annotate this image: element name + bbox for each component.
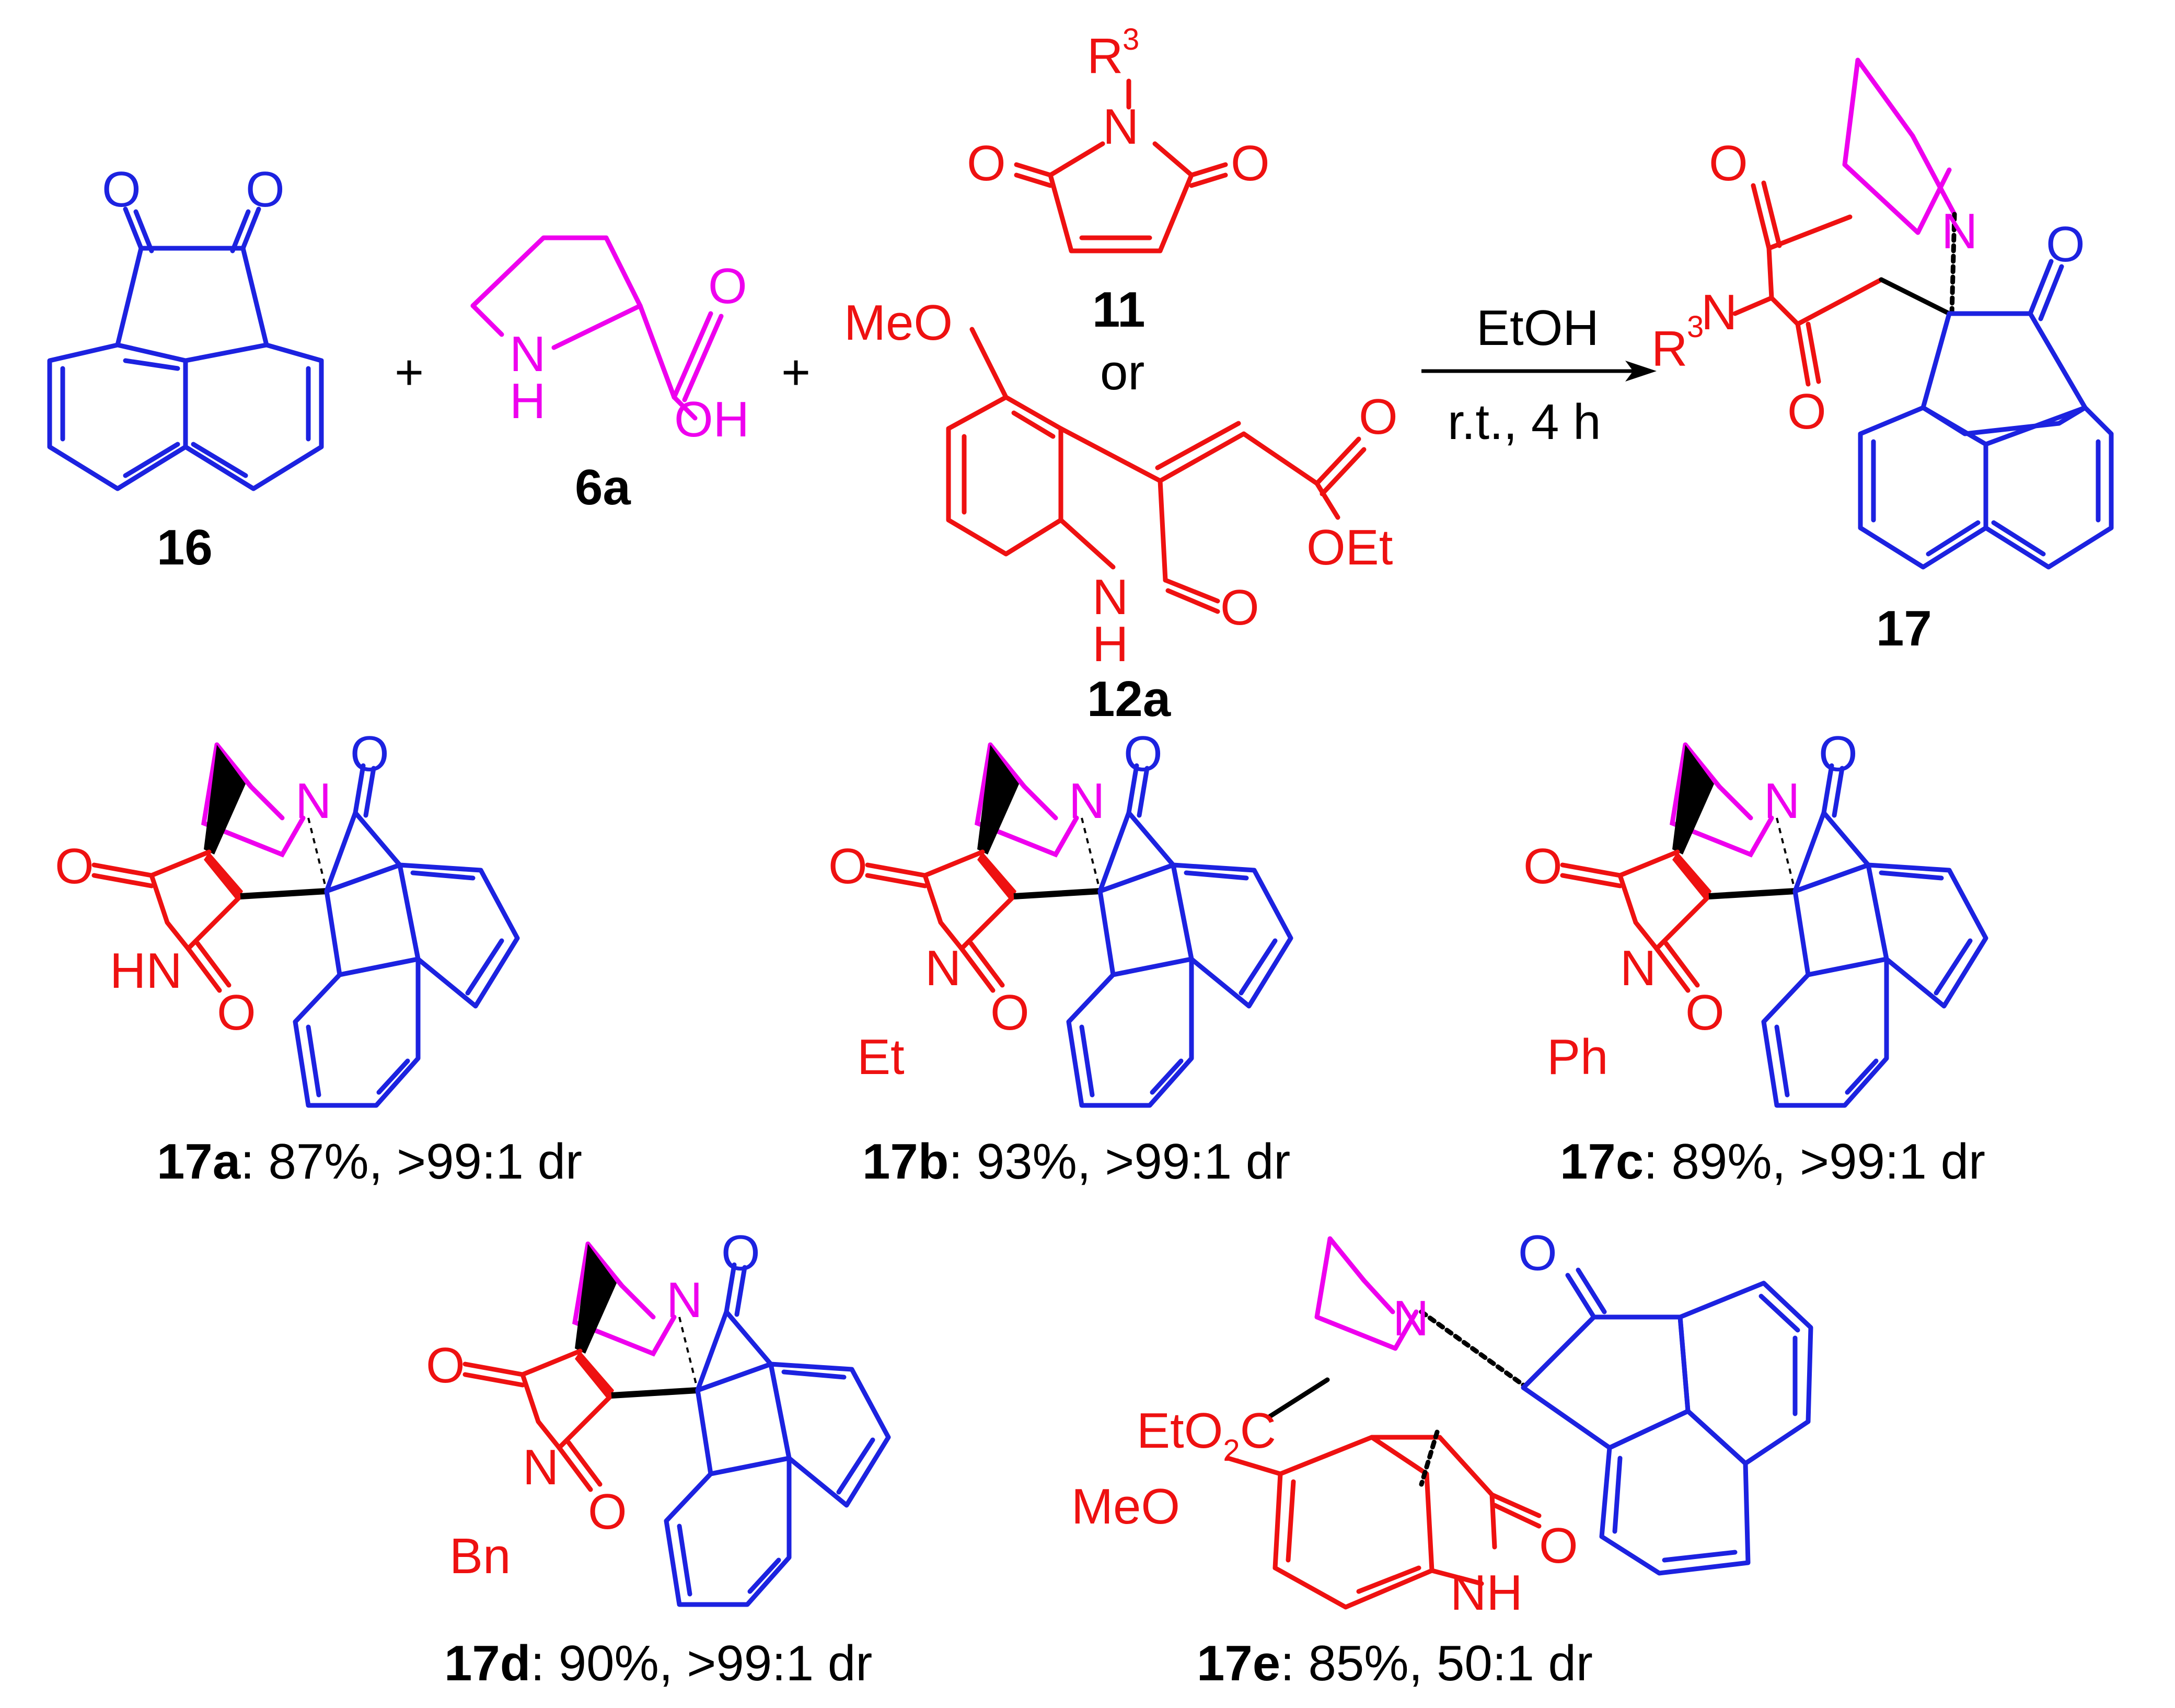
reagent-12a-n: N: [1092, 569, 1128, 625]
product-17-o3: O: [2046, 216, 2085, 272]
product-17a-yield: : 87%, >99:1 dr: [240, 1134, 582, 1190]
product-17a-o2: O: [217, 985, 256, 1041]
product-17a-label: 17a: [157, 1134, 241, 1190]
product-17c-o3: O: [1819, 726, 1858, 782]
arrow-condition-top: EtOH: [1476, 300, 1599, 356]
reagent-6a-label: 6a: [575, 459, 631, 515]
product-17e-eto2c: EtO2C: [1137, 1403, 1276, 1468]
reagent-12a-label: 12a: [1087, 671, 1171, 727]
product-17d-bn: Bn: [449, 1528, 511, 1584]
reagent-11-label: 11: [1092, 282, 1145, 338]
reagent-12a-oet: OEt: [1306, 520, 1393, 575]
plus-sign-2: +: [781, 344, 811, 400]
product-17-r: R: [1651, 321, 1687, 377]
product-17-o2: O: [1787, 384, 1826, 440]
reagent-12a: [946, 327, 1367, 614]
reagent-11-r: R: [1087, 28, 1123, 84]
product-17e: [1225, 1236, 1813, 1610]
product-17e-o2: O: [1539, 1518, 1578, 1574]
product-17b-label: 17b: [862, 1134, 948, 1190]
product-17e-nh: NH: [1450, 1565, 1523, 1621]
product-17a-o1: O: [55, 838, 94, 894]
arrow-condition-bottom: r.t., 4 h: [1448, 394, 1601, 450]
product-17a-hn: HN: [110, 943, 182, 999]
product-17d-o3: O: [721, 1225, 760, 1281]
reagent-11: [1014, 78, 1228, 253]
product-17e-eto-sub: 2: [1223, 1434, 1240, 1468]
product-17e-caption: 17e: 85%, 50:1 dr: [1197, 1635, 1593, 1691]
reagent-11-r-sup: 3: [1123, 22, 1139, 56]
product-17e-meo: MeO: [1071, 1479, 1180, 1534]
reagent-16-label: 16: [157, 520, 213, 575]
product-17-o1: O: [1709, 135, 1748, 191]
reagent-6a-oh: OH: [674, 391, 749, 447]
product-17e-eto: EtO: [1137, 1403, 1223, 1459]
product-17b-o1: O: [828, 838, 867, 894]
product-17c-yield: : 89%, >99:1 dr: [1644, 1134, 1985, 1190]
product-17e-c: C: [1240, 1403, 1276, 1459]
reagent-11-o1: O: [967, 135, 1006, 191]
reagent-6a: [470, 235, 724, 421]
product-17d-n2: N: [523, 1439, 559, 1495]
product-17d-caption: 17d: 90%, >99:1 dr: [444, 1635, 872, 1691]
product-17e-yield: : 85%, 50:1 dr: [1280, 1635, 1593, 1691]
reagent-6a-n: N: [510, 326, 546, 382]
product-17b-o3: O: [1124, 726, 1163, 782]
reaction-arrow: [1421, 361, 1657, 382]
product-17b-yield: : 93%, >99:1 dr: [948, 1134, 1290, 1190]
product-17b-caption: 17b: 93%, >99:1 dr: [862, 1134, 1290, 1190]
product-17e-n: N: [1393, 1290, 1429, 1346]
product-17-n-ring: N: [1701, 284, 1737, 340]
product-17c-n2: N: [1620, 940, 1656, 996]
product-17c-o2: O: [1685, 985, 1725, 1041]
product-17e-o1: O: [1518, 1225, 1557, 1281]
reagent-12a-o1: O: [1359, 389, 1398, 445]
product-17d-yield: : 90%, >99:1 dr: [530, 1635, 872, 1691]
product-17c-label: 17c: [1560, 1134, 1644, 1190]
reagent-16: [47, 206, 324, 491]
reagent-12a-meo: MeO: [844, 295, 953, 351]
product-17-label: 17: [1876, 601, 1932, 656]
product-17e-label: 17e: [1197, 1635, 1280, 1691]
product-17b-n: N: [1069, 773, 1105, 829]
product-17b-n2: N: [925, 940, 961, 996]
plus-sign-1: +: [395, 344, 424, 400]
reagent-12a-h: H: [1092, 616, 1128, 672]
reagent-16-o2: O: [246, 161, 285, 217]
product-17b-et: Et: [857, 1029, 905, 1085]
product-17c-caption: 17c: 89%, >99:1 dr: [1560, 1134, 1985, 1190]
product-17: [1732, 57, 2114, 570]
reagent-12a-o2: O: [1220, 580, 1259, 636]
reagent-11-o2: O: [1231, 135, 1270, 191]
product-17d-n: N: [666, 1272, 702, 1328]
product-17-n-pyr: N: [1941, 203, 1977, 259]
product-17c-n: N: [1764, 773, 1800, 829]
product-17d-o1: O: [426, 1337, 465, 1393]
product-17b-o2: O: [990, 985, 1029, 1041]
product-17c-o1: O: [1523, 838, 1563, 894]
product-17c-ph: Ph: [1547, 1029, 1608, 1085]
reagent-16-o1: O: [102, 161, 141, 217]
product-17a-n: N: [295, 773, 331, 829]
product-17d-o2: O: [588, 1484, 627, 1540]
reagent-11-n: N: [1103, 99, 1139, 155]
product-17-r-sup: 3: [1687, 310, 1704, 344]
product-17a-o3: O: [350, 726, 389, 782]
or-label: or: [1100, 344, 1144, 400]
reagent-6a-o: O: [708, 258, 747, 314]
product-17a-caption: 17a: 87%, >99:1 dr: [157, 1134, 582, 1190]
reagent-6a-h: H: [510, 373, 546, 429]
product-17d-label: 17d: [444, 1635, 530, 1691]
